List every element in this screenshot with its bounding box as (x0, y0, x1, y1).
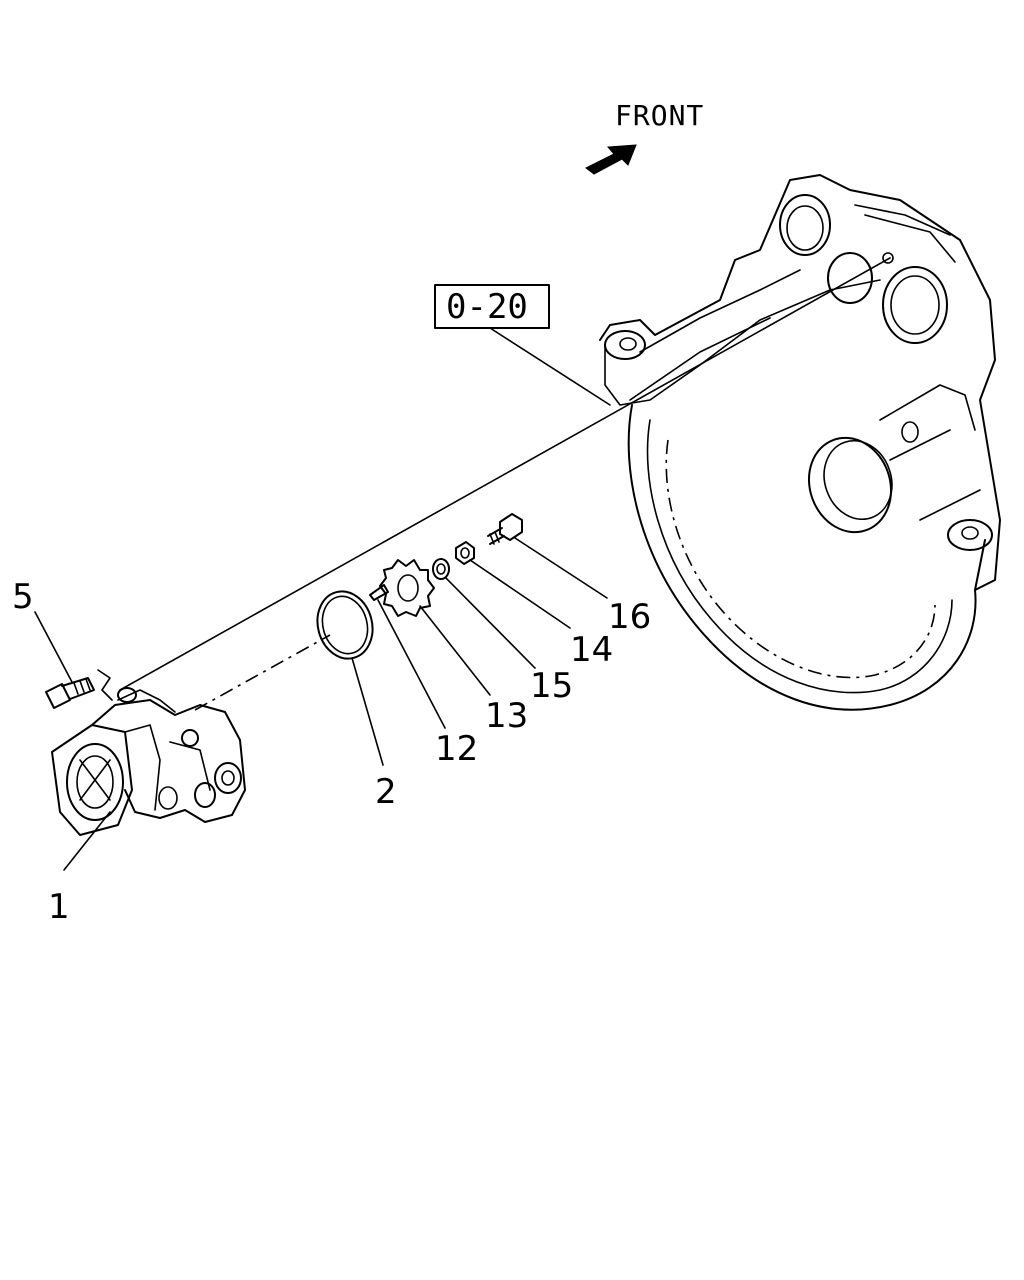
callout-14: 14 (570, 630, 613, 670)
part-bolt (45, 669, 113, 709)
leader-1 (63, 811, 111, 871)
front-arrow-icon (585, 144, 637, 175)
callout-2: 2 (375, 772, 397, 812)
front-indicator: FRONT (585, 99, 704, 175)
front-label: FRONT (615, 99, 704, 132)
leader-lines (34, 537, 608, 871)
part-gear (379, 559, 435, 617)
part-washer (432, 558, 450, 580)
leader-14 (469, 559, 571, 629)
part-oil-pump (51, 687, 246, 836)
reference-box-label: 0-20 (446, 287, 528, 327)
leader-12 (377, 599, 446, 729)
callouts: 5 1 2 12 13 15 14 16 (12, 577, 651, 927)
callout-12: 12 (435, 729, 478, 769)
alignment-line (119, 257, 891, 691)
leader-16 (514, 537, 608, 599)
leader-5 (34, 611, 73, 683)
part-nut (455, 541, 475, 565)
callout-1: 1 (48, 887, 70, 927)
callout-16: 16 (608, 597, 651, 637)
leader-15 (445, 577, 536, 669)
part-o-ring (316, 590, 374, 660)
part-stud (487, 513, 523, 545)
reference-leader-line (489, 327, 611, 406)
reference-box: 0-20 (434, 284, 611, 406)
reference-box-frame (434, 284, 550, 329)
leader-2 (351, 657, 384, 766)
part-key (369, 584, 389, 601)
flywheel-housing (599, 174, 1001, 711)
callout-13: 13 (485, 696, 528, 736)
center-line (194, 634, 331, 711)
leader-13 (419, 605, 491, 696)
callout-15: 15 (530, 666, 573, 706)
callout-5: 5 (12, 577, 34, 617)
